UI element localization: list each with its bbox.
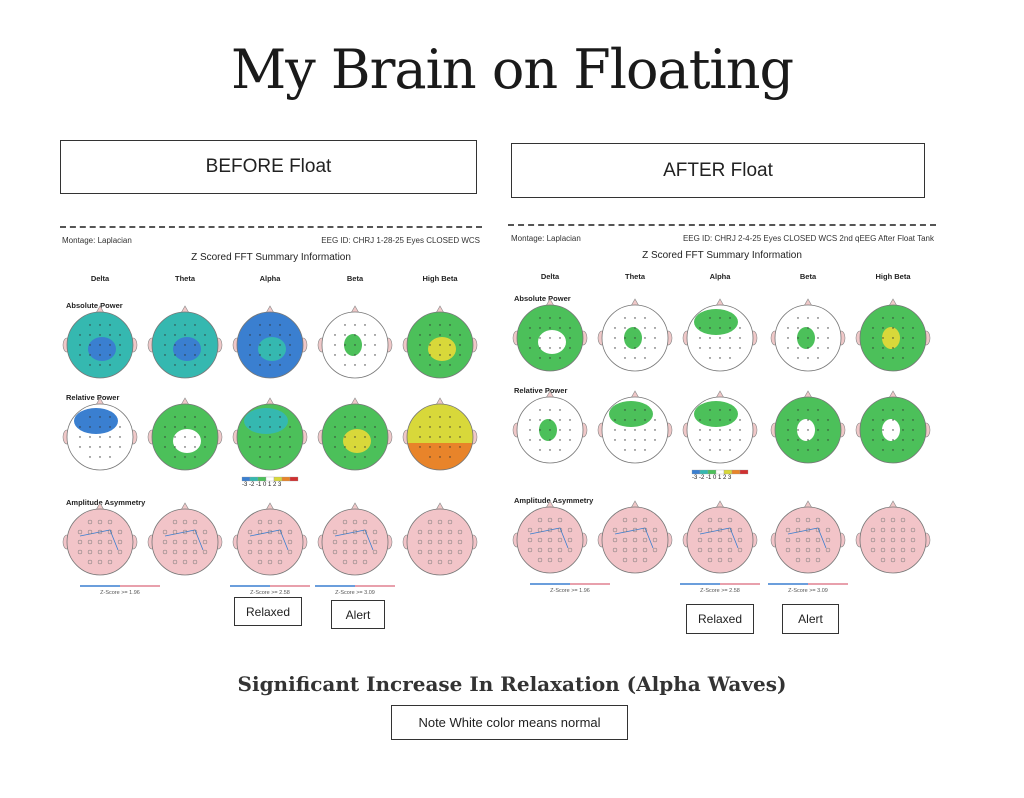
- head-map: [682, 298, 758, 372]
- conclusion-heading: Significant Increase In Relaxation (Alph…: [237, 672, 787, 696]
- head-map: [597, 500, 673, 574]
- zscore-label: Z-Score >= 1.96: [550, 588, 590, 594]
- head-map: [512, 500, 588, 574]
- head-map: [147, 397, 223, 471]
- zscore-label: Z-Score >= 3.09: [788, 588, 828, 594]
- row-label-absolute-power: Absolute Power: [514, 294, 571, 303]
- head-map: [317, 397, 393, 471]
- head-map: [62, 305, 138, 379]
- head-map: [232, 502, 308, 576]
- after-float-label: AFTER Float: [511, 143, 925, 198]
- row-label-relative-power: Relative Power: [66, 393, 120, 402]
- zscore-label: Z-Score >= 3.09: [335, 590, 375, 596]
- row-label-amplitude-asymmetry: Amplitude Asymmetry: [514, 496, 594, 505]
- summary-title: Z Scored FFT Summary Information: [191, 252, 351, 263]
- head-map: [855, 500, 931, 574]
- band-label-alpha: Alpha: [709, 272, 731, 281]
- divider: [508, 224, 936, 226]
- alert-label-before: Alert: [331, 600, 385, 629]
- before-float-label: BEFORE Float: [60, 140, 477, 194]
- head-map: [597, 390, 673, 464]
- head-map: [317, 502, 393, 576]
- zscore-label: Z-Score >= 2.58: [250, 590, 290, 596]
- band-label-delta: Delta: [540, 272, 560, 281]
- head-map: [682, 500, 758, 574]
- divider: [60, 226, 482, 228]
- head-map: [147, 305, 223, 379]
- band-label-beta: Beta: [799, 272, 817, 281]
- head-map: [512, 390, 588, 464]
- head-maps: [62, 305, 478, 587]
- eeg-id: EEG ID: CHRJ 1-28-25 Eyes CLOSED WCS: [321, 236, 480, 245]
- head-map: [402, 305, 478, 379]
- colorbar: [691, 469, 749, 475]
- band-label-alpha: Alpha: [259, 274, 281, 283]
- band-label-theta: Theta: [624, 272, 645, 281]
- after-eeg-panel: Montage: Laplacian EEG ID: CHRJ 2-4-25 E…: [508, 224, 936, 634]
- band-label-delta: Delta: [90, 274, 110, 283]
- summary-title: Z Scored FFT Summary Information: [642, 250, 802, 261]
- relaxed-label-before: Relaxed: [234, 597, 302, 626]
- band-label-high-beta: High Beta: [875, 272, 911, 281]
- page-title: My Brain on Floating: [230, 38, 794, 101]
- head-map: [62, 397, 138, 471]
- head-map: [682, 390, 758, 464]
- row-label-amplitude-asymmetry: Amplitude Asymmetry: [66, 498, 146, 507]
- colorbar-ticks: -3 -2 -1 0 1 2 3: [692, 475, 732, 481]
- band-label-beta: Beta: [346, 274, 364, 283]
- head-map: [770, 390, 846, 464]
- colorbar-ticks: -3 -2 -1 0 1 2 3: [242, 482, 282, 488]
- relaxed-label-after: Relaxed: [686, 604, 754, 634]
- band-label-theta: Theta: [174, 274, 195, 283]
- band-label-high-beta: High Beta: [422, 274, 458, 283]
- head-map: [855, 390, 931, 464]
- head-maps: [512, 298, 931, 585]
- head-map: [62, 502, 138, 576]
- row-label-absolute-power: Absolute Power: [66, 301, 123, 310]
- head-map: [232, 397, 308, 471]
- alert-label-after: Alert: [782, 604, 839, 634]
- head-map: [770, 500, 846, 574]
- zscore-label: Z-Score >= 1.96: [100, 590, 140, 596]
- montage-label: Montage: Laplacian: [511, 234, 581, 243]
- head-map: [232, 305, 308, 379]
- head-map: [402, 502, 478, 576]
- colorbar: [241, 476, 299, 482]
- head-map: [147, 502, 223, 576]
- head-map: [402, 397, 478, 471]
- before-eeg-panel: Montage: Laplacian EEG ID: CHRJ 1-28-25 …: [60, 226, 482, 626]
- head-map: [317, 305, 393, 379]
- row-label-relative-power: Relative Power: [514, 386, 568, 395]
- note-box: Note White color means normal: [391, 705, 628, 740]
- montage-label: Montage: Laplacian: [62, 236, 132, 245]
- head-map: [597, 298, 673, 372]
- head-map: [512, 298, 588, 372]
- zscore-label: Z-Score >= 2.58: [700, 588, 740, 594]
- head-map: [855, 298, 931, 372]
- head-map: [770, 298, 846, 372]
- eeg-id: EEG ID: CHRJ 2-4-25 Eyes CLOSED WCS 2nd …: [682, 234, 934, 243]
